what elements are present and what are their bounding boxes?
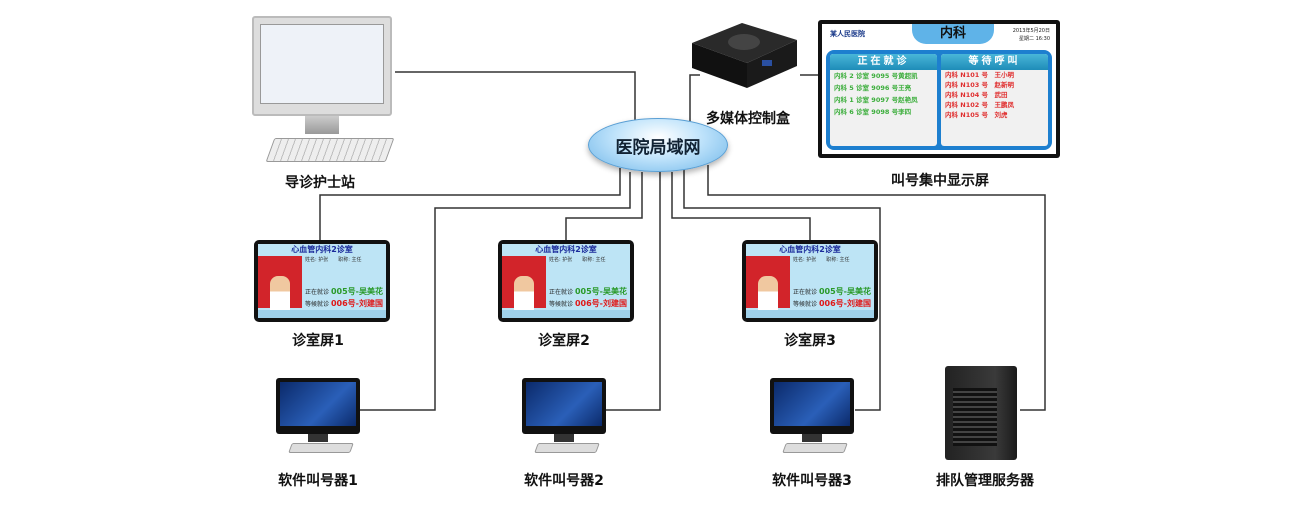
wire-room-3 [671, 172, 811, 240]
room-2-label: 诊室屏2 [538, 333, 590, 349]
queue-server [945, 366, 1017, 460]
media-box-device [692, 23, 797, 88]
dept-title: 内科 [912, 24, 994, 44]
wire-nurse-station [395, 71, 636, 125]
wire-server [707, 165, 1046, 411]
wire-room-1 [319, 168, 621, 240]
central-display-label: 叫号集中显示屏 [891, 173, 989, 189]
hospital-logo: 某人民医院 [830, 30, 865, 38]
doctor-photo [258, 256, 302, 318]
caller-1-label: 软件叫号器1 [278, 473, 358, 489]
wire-caller-1 [360, 172, 631, 411]
media-box-label: 多媒体控制盒 [706, 111, 790, 127]
waiting-row: 内科 N105 号 刘虎 [945, 111, 1008, 119]
wire-caller-2 [606, 172, 661, 411]
current-row: 内科 6 诊室 9098 号李四 [834, 108, 912, 116]
waiting-row: 内科 N101 号 王小明 [945, 71, 1015, 79]
date-time: 2013年5月20日星期二 16:30 [1012, 28, 1050, 42]
current-row: 内科 5 诊室 9096 号王亮 [834, 84, 912, 92]
room-1-label: 诊室屏1 [292, 333, 344, 349]
current-row: 内科 1 诊室 9097 号赵艳凤 [834, 96, 918, 104]
caller-2-label: 软件叫号器2 [524, 473, 604, 489]
caller-3-label: 软件叫号器3 [772, 473, 852, 489]
waiting-panel: 等待呼叫 内科 N101 号 王小明 内科 N103 号 赵新明 内科 N104… [941, 54, 1048, 146]
hospital-lan-node: 医院局域网 [588, 118, 728, 172]
room-screen-2: 心血管内科2诊室 姓名: 护张 职称: 主任 正在就诊 005号-吴美花 等候就… [498, 240, 634, 322]
wire-room-2 [565, 172, 643, 240]
doctor-photo [502, 256, 546, 318]
central-display: 某人民医院 内科 2013年5月20日星期二 16:30 正在就诊 内科 2 诊… [818, 20, 1060, 158]
room-screen-3: 心血管内科2诊室 姓名: 护张 职称: 主任 正在就诊 005号-吴美花 等候就… [742, 240, 878, 322]
lan-label: 医院局域网 [615, 137, 701, 158]
doctor-photo [746, 256, 790, 318]
room-screen-1: 心血管内科2诊室 姓名: 护张 职称: 主任 正在就诊 005号-吴美花 等候就… [254, 240, 390, 322]
waiting-row: 内科 N102 号 王鹏凤 [945, 101, 1015, 109]
current-row: 内科 2 诊室 9095 号黄超凯 [834, 72, 918, 80]
room-3-label: 诊室屏3 [784, 333, 836, 349]
wire-caller-3 [683, 170, 881, 411]
wire-media-box [689, 74, 700, 122]
waiting-row: 内科 N104 号 武田 [945, 91, 1008, 99]
nurse-station-label: 导诊护士站 [285, 175, 355, 191]
current-panel: 正在就诊 内科 2 诊室 9095 号黄超凯 内科 5 诊室 9096 号王亮 … [830, 54, 937, 146]
waiting-row: 内科 N103 号 赵新明 [945, 81, 1015, 89]
server-label: 排队管理服务器 [936, 473, 1034, 489]
